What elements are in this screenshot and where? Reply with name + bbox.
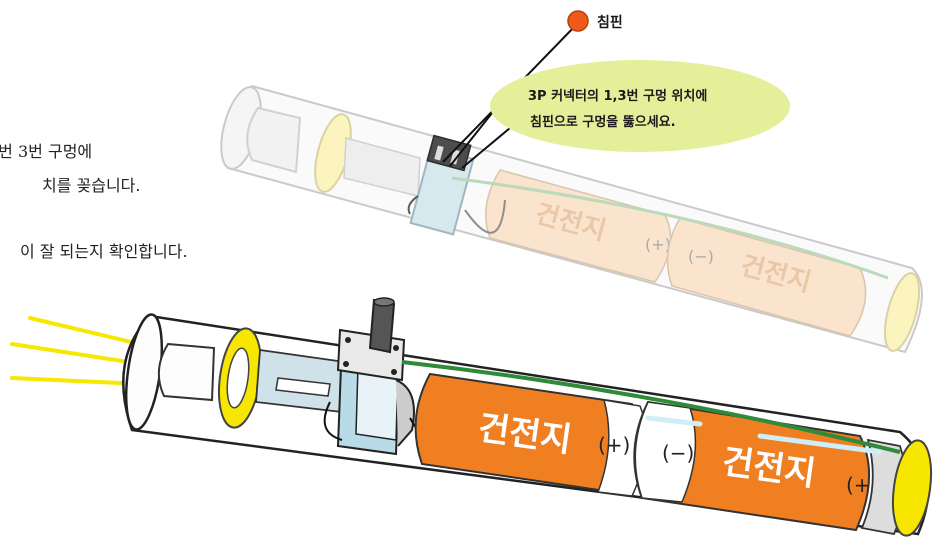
callout-line-1: 3P 커넥터의 1,3번 구멍 위치에: [528, 88, 707, 104]
battery-1-plus: (+): [598, 433, 630, 457]
faded-battery-2-minus: (−): [688, 247, 714, 266]
pin-head-icon: [568, 11, 588, 31]
svg-text:(+: (+: [846, 473, 871, 497]
switch-connector: [338, 298, 414, 454]
switch-knob: [370, 300, 394, 352]
pin-callout: 침핀 3P 커넥터의 1,3번 구멍 위치에 침핀으로 구멍을 뚫으세요.: [443, 11, 790, 168]
callout-bubble: [490, 60, 790, 152]
full-flashlight: 건전지 (+) (−) 건전지 (+: [12, 298, 937, 538]
faded-battery-1-plus: (+): [645, 235, 671, 254]
pin-label: 침핀: [597, 15, 623, 31]
battery-2-minus: (−): [662, 441, 694, 465]
bulb: [159, 344, 214, 400]
callout-line-2: 침핀으로 구멍을 뚫으세요.: [530, 114, 676, 130]
